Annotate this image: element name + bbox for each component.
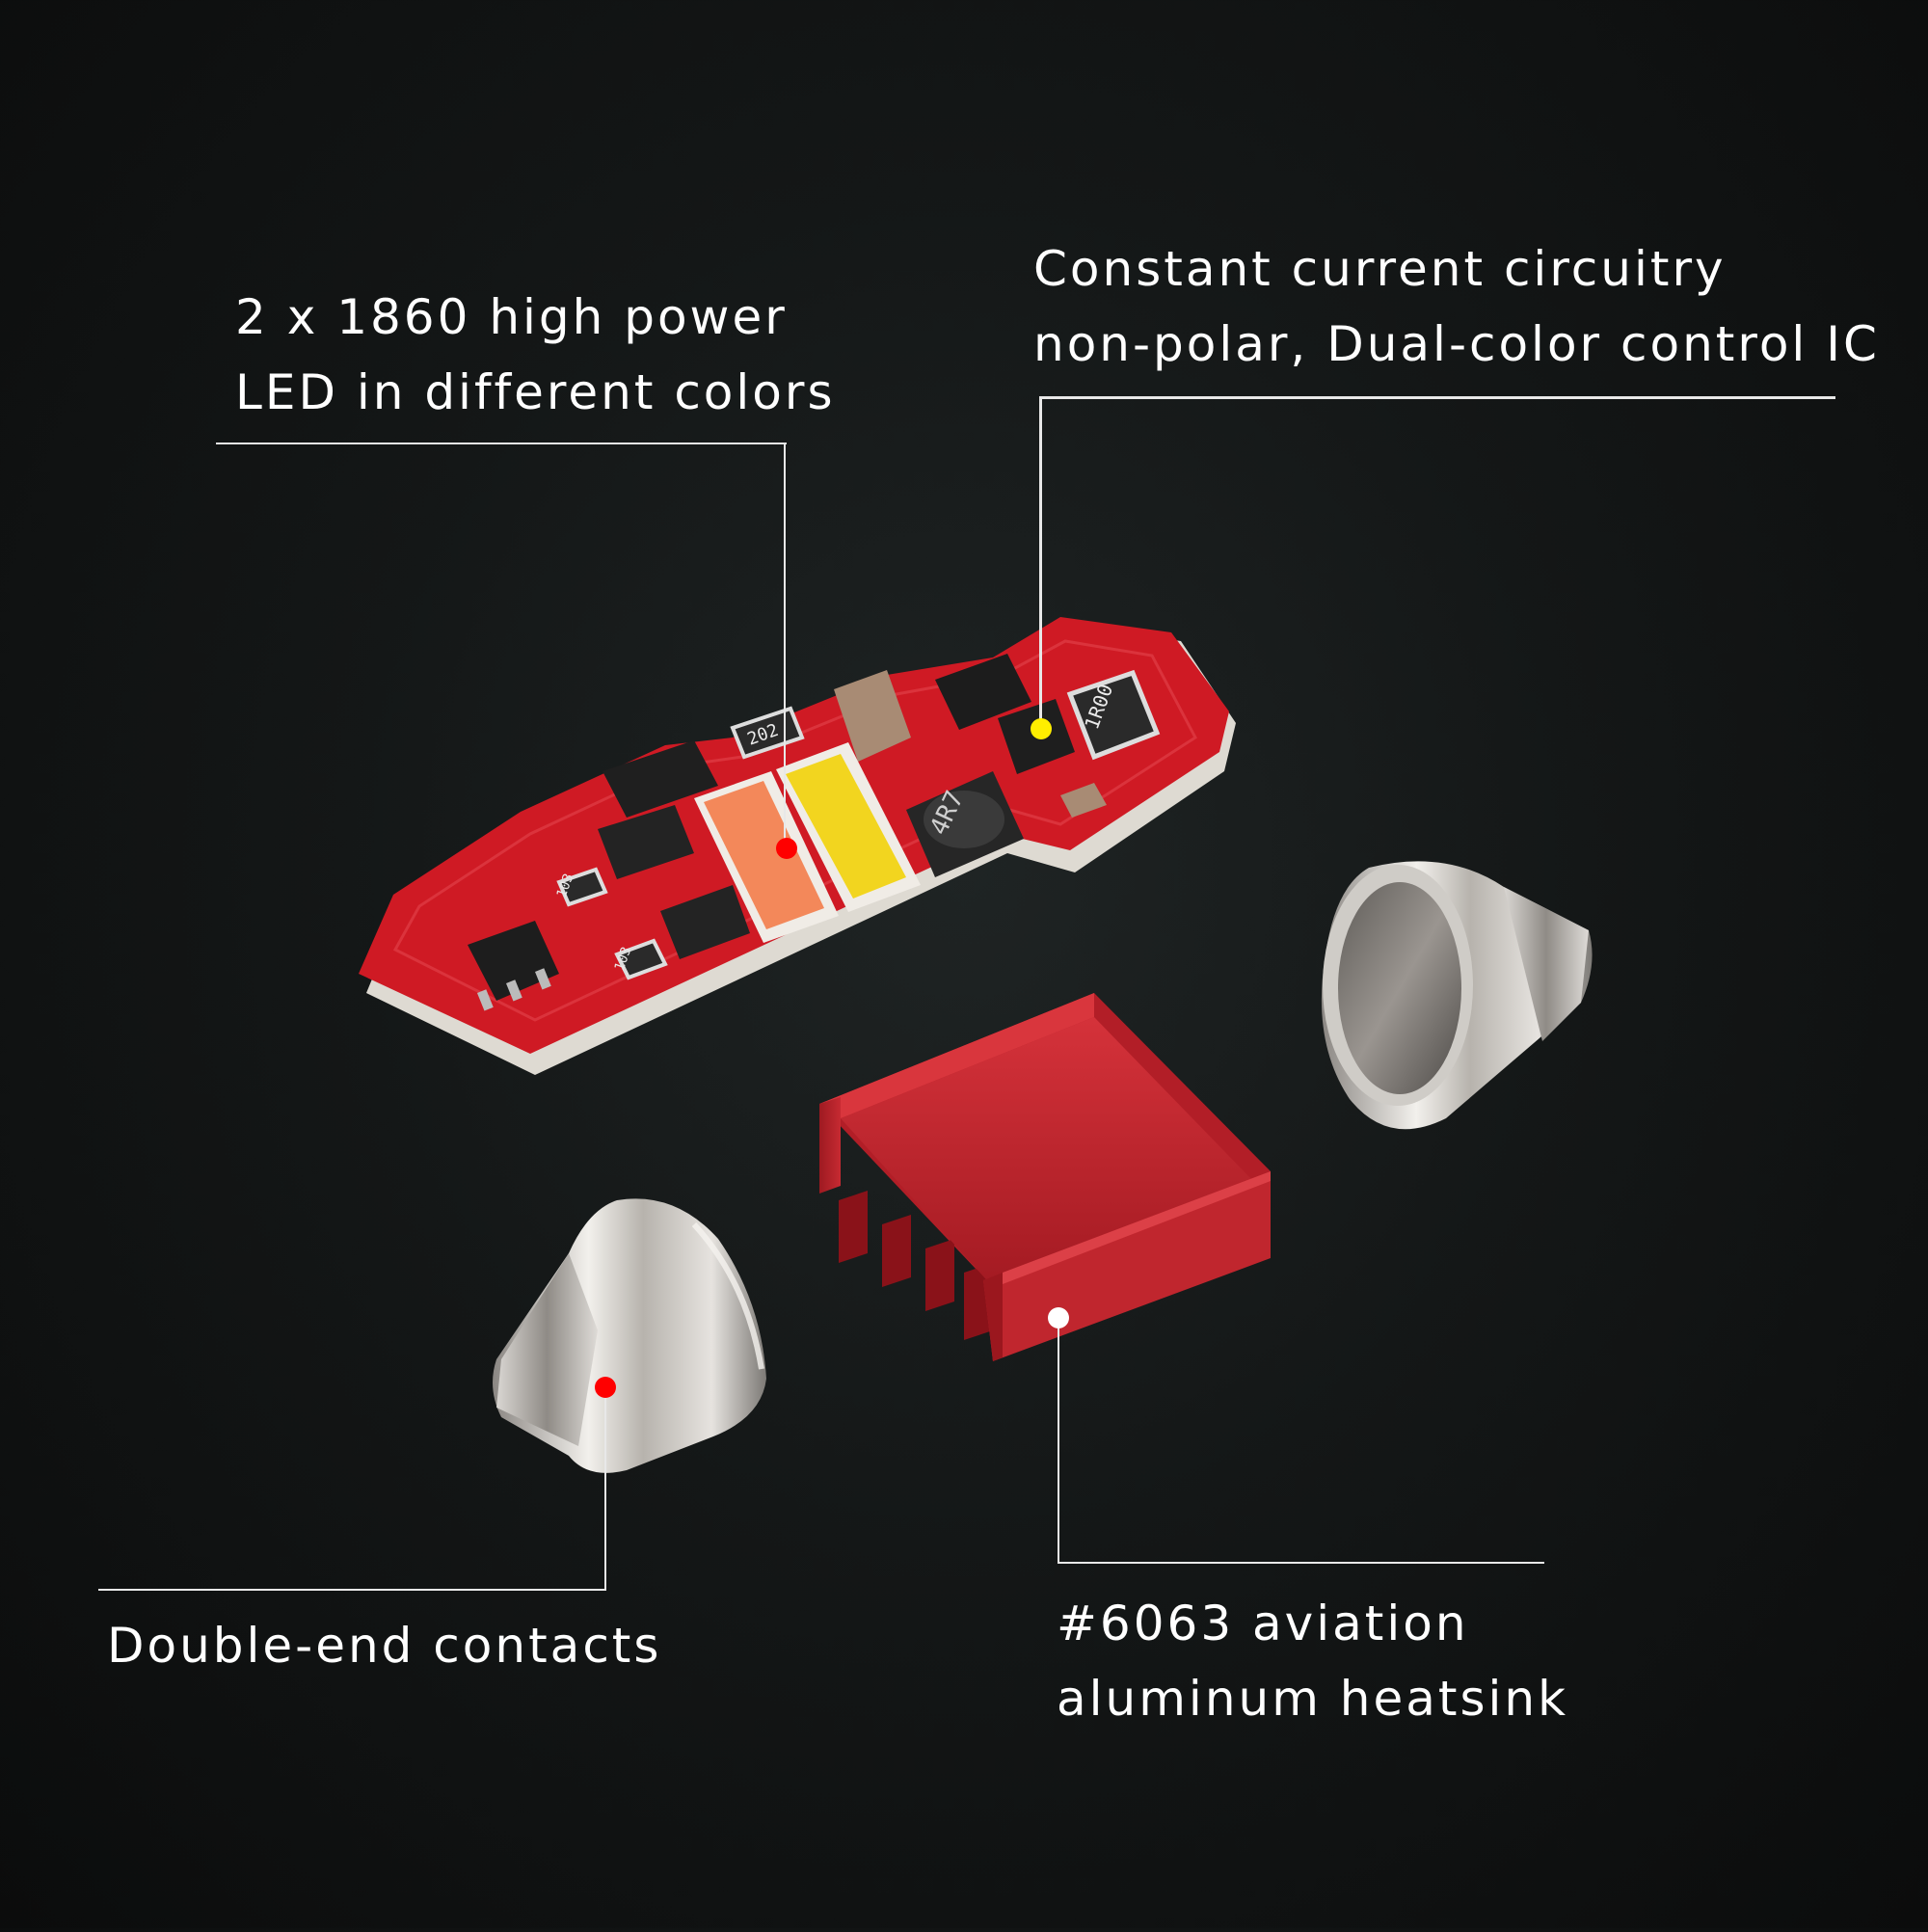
callout-heatsink-line2: aluminum heatsink	[1057, 1671, 1569, 1727]
callout-circuit-line2: non-polar, Dual-color control IC	[1033, 316, 1880, 372]
callout-dot-circuit	[1031, 718, 1052, 739]
callout-circuit-line1: Constant current circuitry	[1033, 241, 1727, 297]
callout-circuit: Constant current circuitry non-polar, Du…	[1033, 231, 1880, 382]
end-cap-left	[493, 1198, 766, 1473]
callout-dot-heatsink	[1048, 1307, 1069, 1328]
callout-line-contacts-vertical	[604, 1388, 606, 1591]
callout-heatsink: #6063 aviation aluminum heatsink	[1057, 1586, 1568, 1736]
end-cap-right	[1321, 861, 1593, 1130]
callout-dot-contacts	[595, 1377, 616, 1398]
callout-dot-led	[776, 838, 797, 859]
callout-line-led-horizontal	[216, 443, 787, 444]
callout-led: 2 x 1860 high power LED in different col…	[235, 280, 836, 430]
callout-line-led-vertical	[784, 443, 786, 849]
callout-contacts: Double-end contacts	[107, 1608, 661, 1683]
callout-line-circuit-vertical	[1039, 396, 1042, 730]
heatsink	[819, 993, 1271, 1361]
pcb-components: 202 1R00 4R7 103 103	[468, 654, 1161, 1011]
callout-line-contacts-horizontal	[98, 1589, 606, 1591]
callout-heatsink-line1: #6063 aviation	[1057, 1596, 1469, 1651]
led-pair	[694, 742, 921, 943]
callout-contacts-line1: Double-end contacts	[107, 1618, 662, 1674]
callout-led-line1: 2 x 1860 high power	[235, 289, 788, 345]
callout-line-heatsink-horizontal	[1058, 1562, 1544, 1564]
callout-line-circuit-horizontal	[1039, 396, 1835, 399]
callout-led-line2: LED in different colors	[235, 364, 836, 420]
callout-line-heatsink-vertical	[1058, 1319, 1059, 1564]
